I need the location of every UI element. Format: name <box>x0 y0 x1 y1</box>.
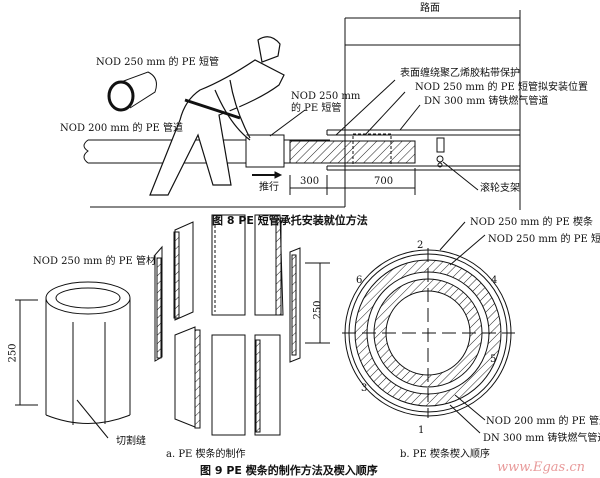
order-2: 2 <box>417 240 424 251</box>
roller-label: 滚轮支架 <box>480 183 520 194</box>
order-3: 3 <box>361 383 368 394</box>
short-pipe-label-2b: 的 PE 短管 <box>291 103 342 114</box>
install-position-label: NOD 250 mm 的 PE 短管拟安装位置 <box>415 82 588 93</box>
wedge-label: NOD 250 mm 的 PE 楔条 <box>470 217 593 228</box>
order-4: 4 <box>491 275 498 286</box>
dim-left: 250 <box>7 343 19 363</box>
order-1: 1 <box>418 425 425 436</box>
short-pipe-label-9: NOD 250 mm 的 PE 短管 <box>488 234 600 245</box>
cast-iron-label-9: DN 300 mm 铸铁燃气管道 <box>483 433 600 444</box>
cast-iron-label: DN 300 mm 铸铁燃气管道 <box>424 96 549 107</box>
subcaption-b: b. PE 楔条楔入顺序 <box>400 449 490 460</box>
dim-mid: 250 <box>312 300 324 320</box>
road-label: 路面 <box>420 3 440 14</box>
figure8-caption: 图 8 PE 短管承托安装就位方法 <box>212 214 368 227</box>
worker-figure <box>149 36 285 196</box>
short-pipe-label: NOD 250 mm 的 PE 短管 <box>96 57 219 68</box>
pe-pipe-cylinder <box>15 281 131 439</box>
pe-short-pipe-box <box>245 134 285 168</box>
watermark: www.Egas.cn <box>497 460 585 475</box>
cross-section <box>342 221 515 434</box>
figure9-caption: 图 9 PE 楔条的制作方法及楔入顺序 <box>200 464 378 477</box>
pe-pipe-label: NOD 200 mm 的 PE 管道 <box>60 123 183 134</box>
push-label: 推行 <box>259 182 279 193</box>
road-surface <box>90 10 521 210</box>
tape-label: 表面缠绕聚乙烯胶粘带保护 <box>400 68 520 79</box>
dim-700: 700 <box>374 176 394 187</box>
short-pipe-label-2: NOD 250 mm <box>291 91 361 102</box>
cut-seam-label: 切割缝 <box>116 436 146 447</box>
order-6: 6 <box>356 275 363 286</box>
pe-wedge-strips <box>154 214 330 436</box>
dim-300: 300 <box>300 176 320 187</box>
subcaption-a: a. PE 楔条的制作 <box>166 449 246 460</box>
roller-bracket <box>436 137 479 191</box>
dimensions <box>289 168 416 195</box>
pipe-material-label: NOD 250 mm 的 PE 管材 <box>33 256 156 267</box>
order-5: 5 <box>490 354 497 365</box>
short-pipe-icon <box>107 71 157 112</box>
pe-pipe-label-9: NOD 200 mm 的 PE 管道 <box>486 416 600 427</box>
